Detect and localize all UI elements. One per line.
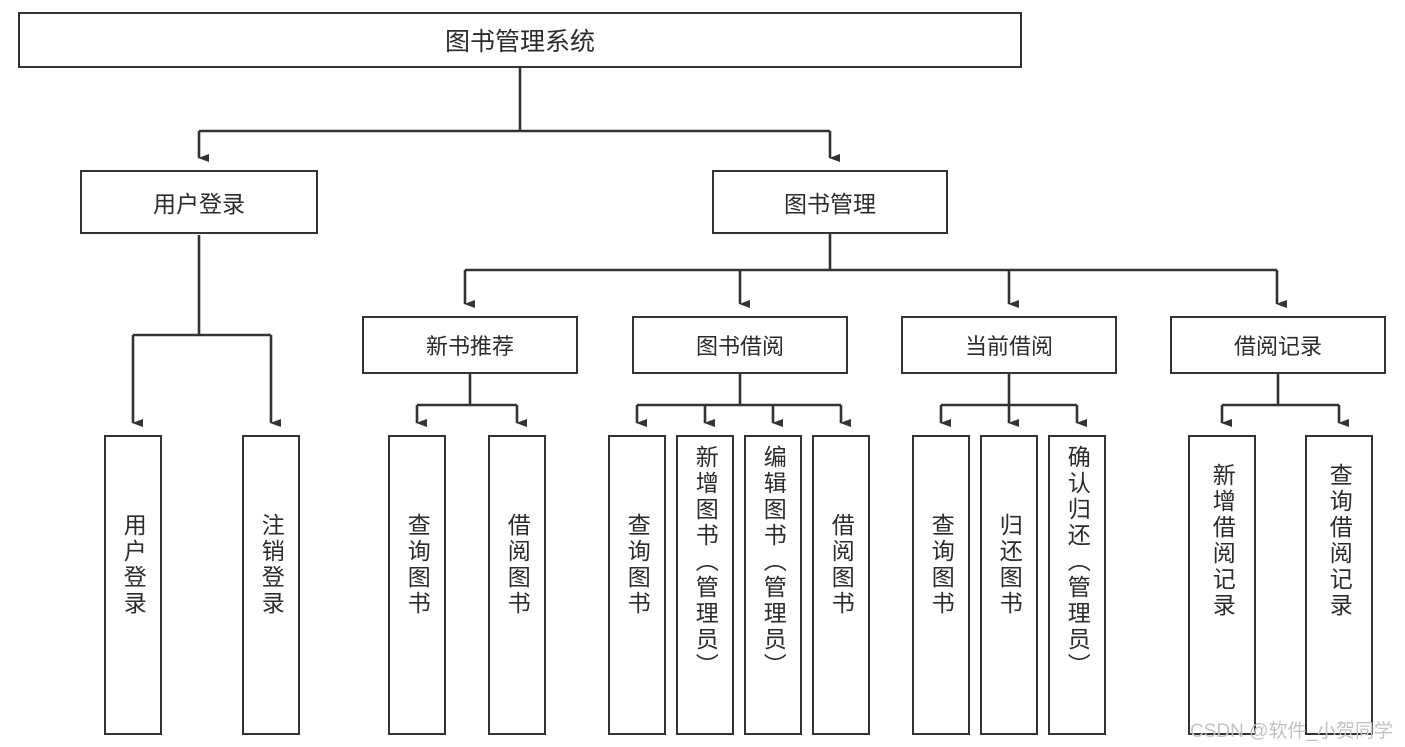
leaf-record-add-borrow-record[interactable]: 新增借阅记录: [1188, 435, 1256, 735]
node-label: 借阅图书: [828, 513, 855, 617]
node-label: 查询图书: [928, 513, 955, 617]
leaf-user-login-signout[interactable]: 注销登录: [242, 435, 300, 735]
leaf-borrow-borrow-book[interactable]: 借阅图书: [812, 435, 870, 735]
node-label: 图书管理系统: [444, 28, 595, 56]
node-label: 图书借阅: [695, 334, 784, 359]
leaf-current-confirm-return-admin[interactable]: 确认归还（管理员）: [1048, 435, 1106, 735]
leaf-borrow-edit-book-admin[interactable]: 编辑图书（管理员）: [744, 435, 802, 735]
node-label: 当前借阅: [964, 334, 1053, 359]
leaf-new-book-query[interactable]: 查询图书: [388, 435, 446, 735]
leaf-new-book-borrow[interactable]: 借阅图书: [488, 435, 546, 735]
node-label: 借阅图书: [504, 513, 531, 617]
node-label: 查询图书: [404, 513, 431, 617]
leaf-current-query-book[interactable]: 查询图书: [912, 435, 970, 735]
node-new-book-recommend[interactable]: 新书推荐: [362, 316, 578, 374]
node-borrow-record[interactable]: 借阅记录: [1170, 316, 1386, 374]
node-label: 借阅记录: [1233, 334, 1322, 359]
node-current-borrow[interactable]: 当前借阅: [901, 316, 1117, 374]
leaf-current-return-book[interactable]: 归还图书: [980, 435, 1038, 735]
node-label: 新增图书（管理员）: [692, 445, 719, 679]
node-label: 查询借阅记录: [1326, 463, 1353, 619]
node-label: 查询图书: [624, 513, 651, 617]
leaf-record-query-borrow-record[interactable]: 查询借阅记录: [1305, 435, 1373, 735]
node-label: 归还图书: [996, 513, 1023, 617]
node-label: 新书推荐: [425, 334, 514, 359]
csdn-watermark: CSDN @软件_小贺同学: [1190, 721, 1393, 742]
node-label: 用户登录: [120, 513, 147, 617]
leaf-borrow-query-book[interactable]: 查询图书: [608, 435, 666, 735]
node-label: 新增借阅记录: [1209, 463, 1236, 619]
node-book-borrow[interactable]: 图书借阅: [632, 316, 848, 374]
leaf-user-login-signin[interactable]: 用户登录: [104, 435, 162, 735]
node-label: 图书管理: [784, 191, 876, 217]
node-user-login[interactable]: 用户登录: [80, 170, 318, 234]
node-label: 编辑图书（管理员）: [760, 445, 787, 679]
node-label: 注销登录: [258, 513, 285, 617]
node-book-management[interactable]: 图书管理: [712, 170, 948, 234]
node-label: 用户登录: [153, 191, 245, 217]
leaf-borrow-add-book-admin[interactable]: 新增图书（管理员）: [676, 435, 734, 735]
node-root-system[interactable]: 图书管理系统: [18, 12, 1022, 68]
node-label: 确认归还（管理员）: [1064, 445, 1091, 679]
